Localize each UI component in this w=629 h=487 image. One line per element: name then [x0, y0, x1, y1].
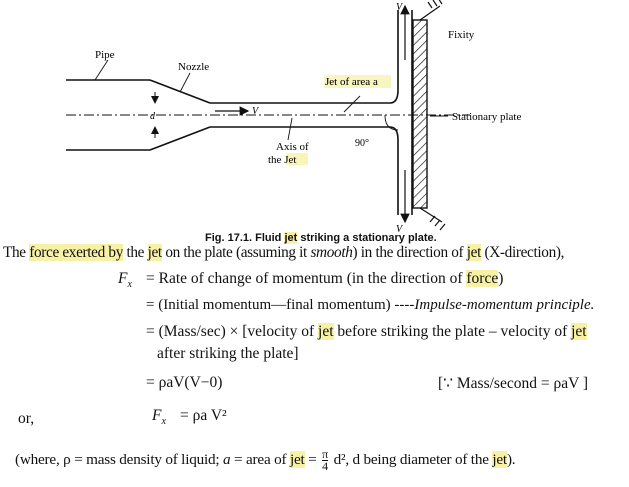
deflected-flow	[389, 10, 413, 215]
axis-label-1: Axis of	[276, 141, 309, 153]
caption-suffix: striking a stationary plate.	[297, 232, 437, 244]
or-label: or,	[18, 410, 35, 427]
pipe-leader	[94, 59, 109, 81]
where-line: (where, ρ = mass density of liquid; a = …	[15, 447, 516, 473]
fx-symbol: Fx	[118, 270, 132, 291]
jet-area-highlight	[324, 75, 391, 88]
pipe-label: Pipe	[95, 49, 115, 61]
fixity-support-top	[419, 0, 443, 21]
equation-line-5: = ρa V²	[180, 407, 227, 424]
nozzle-leader	[179, 72, 191, 93]
nozzle-label: Nozzle	[178, 61, 209, 73]
d-label: d	[150, 111, 156, 122]
v-down-label: V	[396, 224, 404, 235]
caption-prefix: Fig. 17.1. Fluid	[205, 232, 285, 244]
intro-sentence: The force exerted by the jet on the plat…	[3, 244, 565, 261]
stationary-plate	[412, 19, 428, 209]
equation-line-4-note: [∵ Mass/second = ρaV ]	[438, 375, 589, 392]
equation-line-3-cont: after striking the plate]	[157, 345, 299, 362]
fixity-support-bottom	[419, 207, 446, 231]
angle-label: 90°	[355, 138, 369, 149]
angle-arc	[384, 114, 399, 131]
axis-label-highlight	[286, 153, 308, 165]
axis-leader	[287, 117, 293, 141]
equation-line-1: = Rate of change of momentum (in the dir…	[146, 270, 504, 287]
equation-line-3: = (Mass/sec) × [velocity of jet before s…	[146, 323, 587, 340]
v-up-label: V	[396, 2, 404, 13]
equation-line-4: = ρaV(V−0)	[146, 374, 223, 391]
jet-area-label-text: Jet of area a	[325, 76, 378, 88]
jet-plate-diagram: Pipe Nozzle Jet of area a Jet of area a …	[66, 0, 521, 235]
axis-label-2: the Jet	[268, 154, 296, 166]
fx-symbol-2: Fx	[152, 407, 166, 428]
v-right-label: V	[252, 106, 260, 117]
stationary-plate-label: Stationary plate	[452, 111, 521, 123]
jet-area-leader	[343, 95, 361, 113]
fixity-label: Fixity	[448, 29, 475, 41]
caption-highlight: jet	[284, 232, 298, 244]
equation-line-2: = (Initial momentum—final momentum) ----…	[146, 297, 595, 313]
figure-caption: Fig. 17.1. Fluid jet striking a stationa…	[205, 232, 437, 244]
